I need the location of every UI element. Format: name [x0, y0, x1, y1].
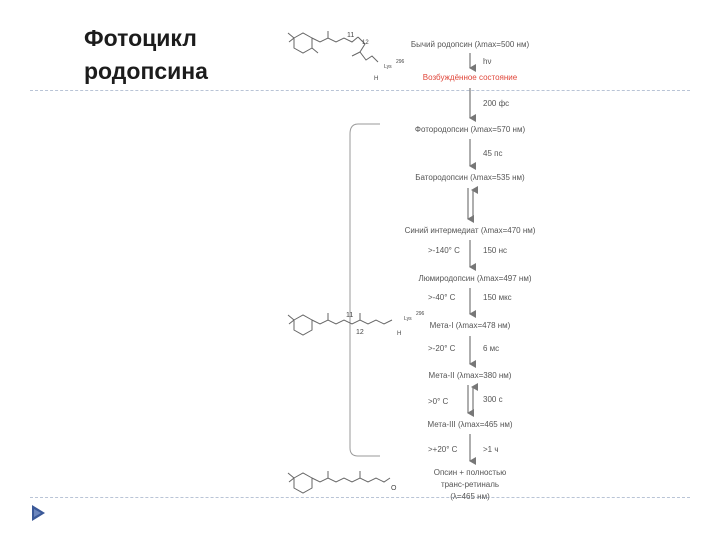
step-3-time: 150 нс	[483, 246, 507, 255]
state-rhodopsin: Бычий родопсин (λmax=500 нм)	[411, 40, 530, 49]
step-5-time: 6 мс	[483, 344, 499, 353]
step-3-temp: >-140° C	[428, 246, 460, 255]
cis-retinal-structure	[287, 31, 379, 63]
state-lumirhodopsin: Люмиродопсин (λmax=497 нм)	[418, 274, 531, 283]
mid-label-11: 11	[346, 312, 353, 319]
state-meta-1: Мета-I (λmax=478 нм)	[430, 321, 511, 330]
state-meta-2: Мета-II (λmax=380 нм)	[429, 371, 512, 380]
label-h: H	[374, 76, 378, 82]
step-4-temp: >-40° C	[428, 293, 456, 302]
free-retinal-structure	[287, 471, 391, 494]
state-opsin-line-3: (λ=465 нм)	[450, 492, 490, 501]
mid-label-lys: Lys	[404, 316, 412, 322]
trans-retinal-structure	[287, 313, 393, 336]
step-5-temp: >-20° C	[428, 344, 456, 353]
state-photorhodopsin: Фотородопсин (λmax=570 нм)	[415, 125, 526, 134]
step-7-temp: >+20° C	[428, 445, 458, 454]
state-opsin-line-2: транс-ретиналь	[441, 480, 499, 489]
state-blue-intermediate: Синий интермедиат (λmax=470 нм)	[405, 226, 536, 235]
label-11: 11	[347, 32, 354, 39]
state-meta-3: Мета-III (λmax=465 нм)	[427, 420, 512, 429]
step-1-time: 200 фс	[483, 99, 509, 108]
title-line-1: Фотоцикл	[84, 25, 197, 51]
slide-title: Фотоцикл родопсина	[84, 22, 264, 88]
bottom-divider	[30, 497, 690, 498]
mid-label-h: H	[397, 331, 401, 337]
mid-label-12: 12	[356, 329, 364, 336]
state-opsin-line-1: Опсин + полностью	[434, 468, 507, 477]
state-excited: Возбуждённое состояние	[423, 73, 518, 82]
label-296: 296	[396, 59, 405, 65]
step-7-time: >1 ч	[483, 445, 499, 454]
label-12: 12	[362, 40, 369, 46]
top-divider	[30, 90, 690, 91]
mid-label-296: 296	[416, 311, 425, 317]
step-2-time: 45 пс	[483, 149, 502, 158]
step-4-time: 150 мкс	[483, 293, 512, 302]
hv-label: hν	[483, 57, 491, 66]
bot-label-o: O	[391, 485, 397, 492]
step-6-temp: >0° C	[428, 397, 449, 406]
label-lys: Lys	[384, 64, 392, 70]
next-slide-icon[interactable]	[30, 504, 46, 522]
title-line-2: родопсина	[84, 58, 208, 84]
cycle-bracket	[349, 123, 380, 457]
step-6-time: 300 с	[483, 395, 503, 404]
state-bathorhodopsin: Батородопсин (λmax=535 нм)	[415, 173, 525, 182]
